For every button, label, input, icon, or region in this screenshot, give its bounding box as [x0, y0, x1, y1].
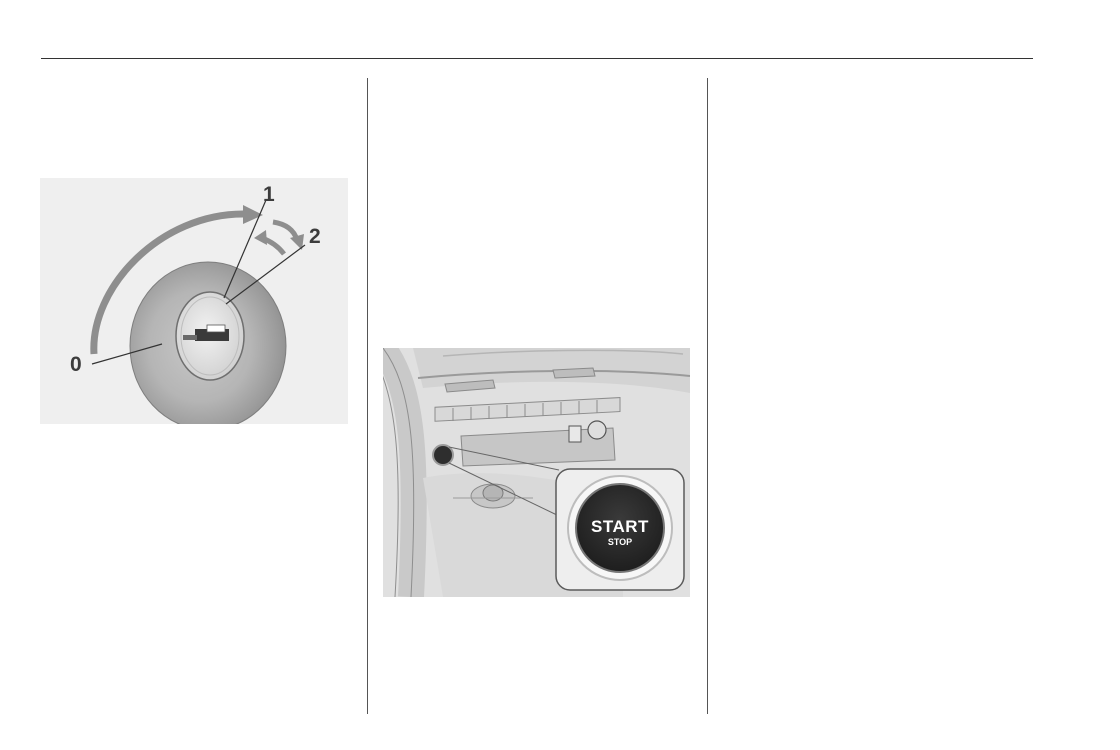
- ignition-switch-figure: [40, 178, 348, 424]
- position-label-2: 2: [309, 225, 321, 248]
- leader-line-1: [223, 199, 267, 299]
- rotation-arc-arrowhead: [243, 205, 263, 224]
- position-label-1: 1: [263, 183, 275, 206]
- top-rule: [41, 58, 1033, 59]
- rotation-arc: [90, 210, 246, 355]
- arrow-to-2-head: [290, 234, 304, 250]
- ignition-switch-illustration: [90, 199, 306, 424]
- start-stop-button: [575, 483, 665, 573]
- position-label-0: 0: [70, 353, 82, 376]
- dashboard-illustration: [383, 348, 690, 597]
- stop-label: STOP: [607, 537, 633, 547]
- start-label: START: [591, 517, 649, 536]
- start-stop-figure: [383, 348, 690, 597]
- dash-start-button: [432, 444, 454, 466]
- arrow-to-1-head: [254, 230, 267, 245]
- column-divider-1: [367, 78, 368, 714]
- column-divider-2: [707, 78, 708, 714]
- leader-line-2: [225, 244, 306, 305]
- leader-line-0: [91, 343, 163, 365]
